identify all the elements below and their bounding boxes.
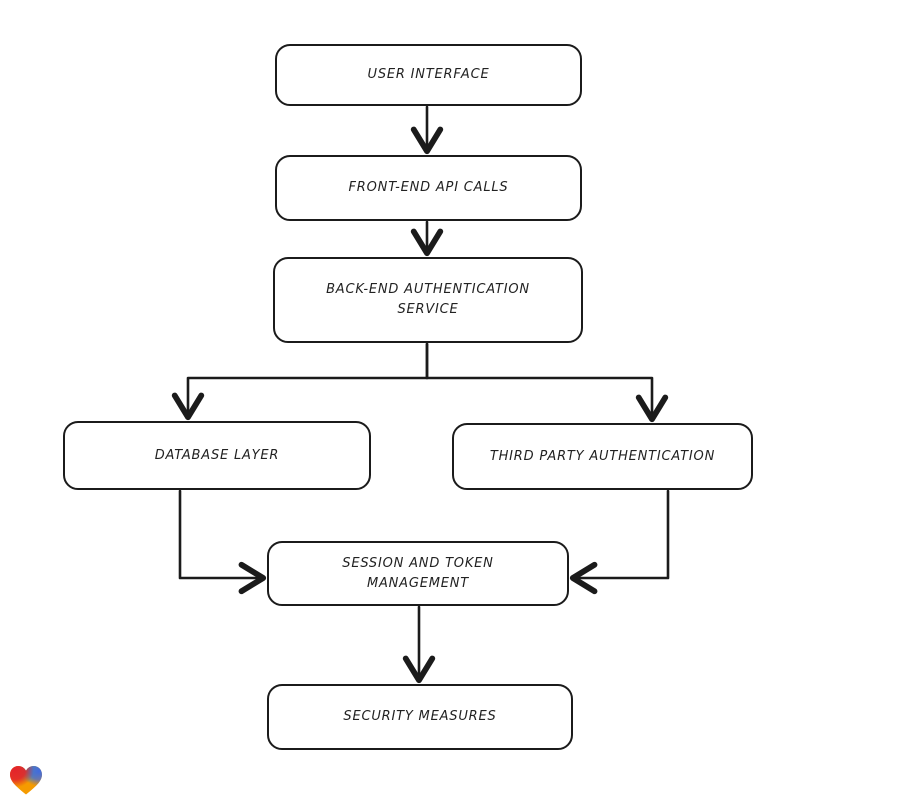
node-third-party-authentication: THIRD PARTY AUTHENTICATION	[452, 423, 753, 490]
node-front-end-api-calls: FRONT-END API CALLS	[275, 155, 582, 221]
node-session-and-token-management: SESSION AND TOKEN MANAGEMENT	[267, 541, 569, 606]
node-database-layer: DATABASE LAYER	[63, 421, 371, 490]
edge-backend-to-database	[171, 342, 429, 421]
node-security-measures-label: SECURITY MEASURES	[343, 709, 497, 724]
node-security-measures: SECURITY MEASURES	[267, 684, 573, 750]
node-third-party-authentication-label: THIRD PARTY AUTHENTICATION	[489, 448, 716, 464]
edge-thirdparty-to-session	[569, 489, 670, 595]
edge-backend-to-thirdparty	[425, 342, 669, 423]
node-user-interface-label: USER INTERFACE	[367, 67, 490, 82]
node-user-interface: USER INTERFACE	[275, 44, 582, 106]
node-front-end-api-calls-label: FRONT-END API CALLS	[348, 180, 509, 195]
node-back-end-authentication-service: BACK-END AUTHENTICATION SERVICE	[273, 257, 583, 343]
heart-gradient-logo-icon	[10, 766, 42, 795]
node-back-end-authentication-service-label: BACK-END AUTHENTICATION SERVICE	[326, 282, 530, 317]
node-database-layer-label: DATABASE LAYER	[154, 447, 280, 463]
edge-database-to-session	[178, 489, 267, 595]
node-session-and-token-management-label: SESSION AND TOKEN MANAGEMENT	[342, 555, 494, 591]
